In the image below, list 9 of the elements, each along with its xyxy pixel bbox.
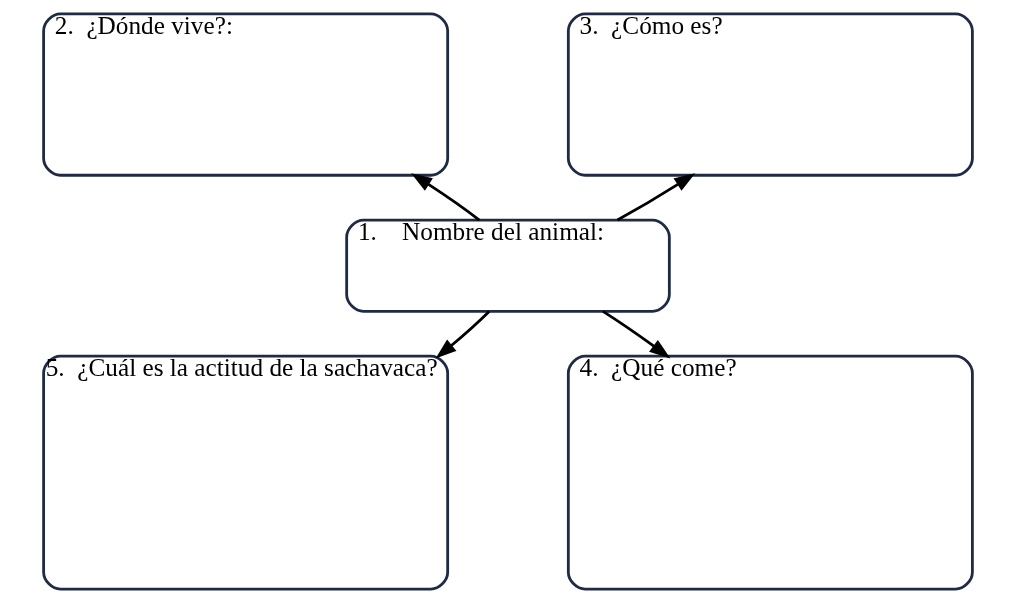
arrow — [411, 173, 481, 222]
arrow — [435, 310, 491, 359]
node-box: 4. ¿Qué come? — [566, 354, 974, 591]
node-box: 5. ¿Cuál es la actitud de la sachavaca? — [42, 354, 450, 591]
arrow — [616, 173, 696, 222]
node-box: 1. Nombre del animal: — [345, 218, 671, 313]
node-box: 2. ¿Dónde vive?: — [42, 12, 450, 177]
arrow — [602, 310, 671, 359]
node-box: 3. ¿Cómo es? — [566, 12, 974, 177]
